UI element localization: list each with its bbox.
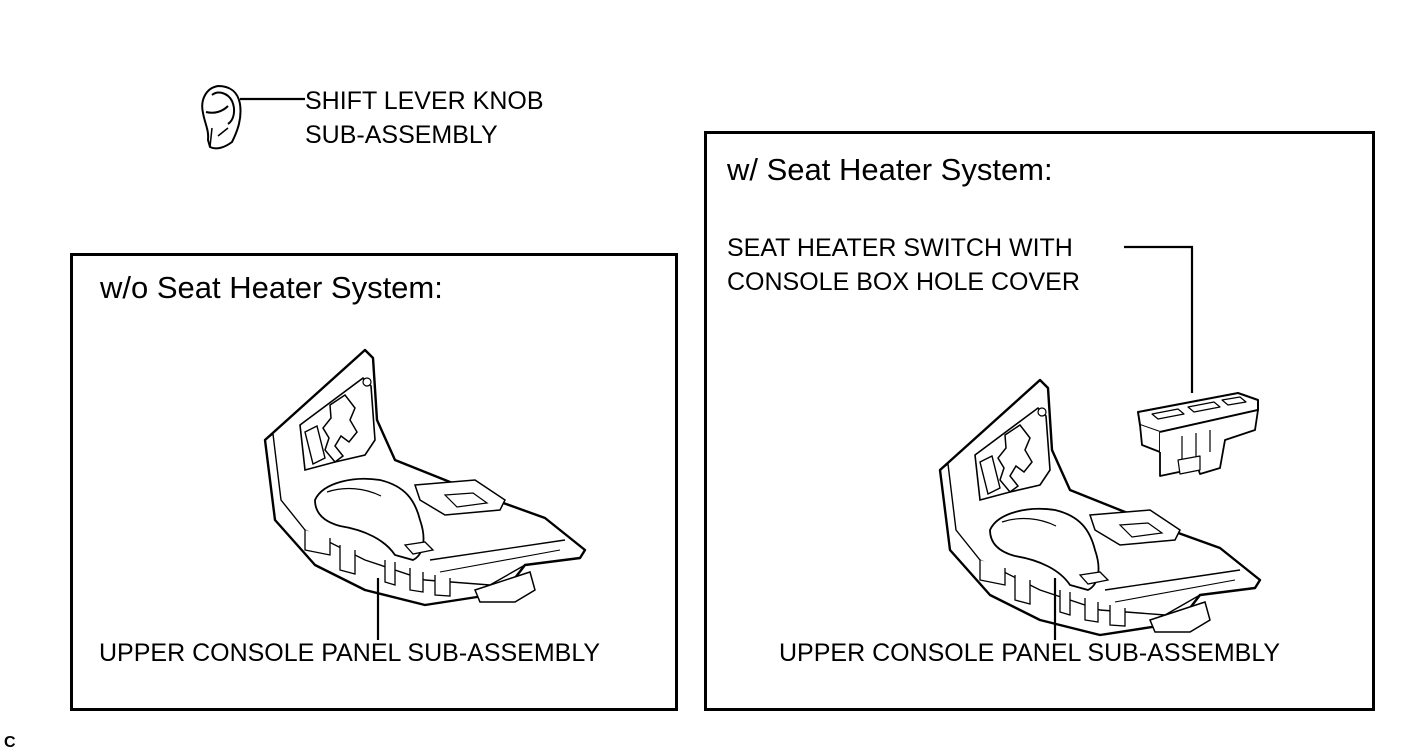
right-panel-title: w/ Seat Heater System: [727,152,1053,187]
right-part-label: UPPER CONSOLE PANEL SUB-ASSEMBLY [779,639,1281,667]
panel-with-seat-heater [704,131,1375,711]
left-panel-title: w/o Seat Heater System: [100,270,443,305]
panel-without-seat-heater [70,253,678,711]
switch-label-line1: SEAT HEATER SWITCH WITH [727,234,1073,262]
left-part-label: UPPER CONSOLE PANEL SUB-ASSEMBLY [99,639,601,667]
corner-mark: C [4,734,16,751]
upper-console-panel-left [263,348,587,607]
switch-leader-line [1124,245,1194,393]
switch-label-line2: CONSOLE BOX HOLE COVER [727,268,1080,296]
seat-heater-switch [1137,392,1259,477]
knob-label-line2: SUB-ASSEMBLY [305,121,498,149]
knob-label-line1: SHIFT LEVER KNOB [305,87,544,115]
